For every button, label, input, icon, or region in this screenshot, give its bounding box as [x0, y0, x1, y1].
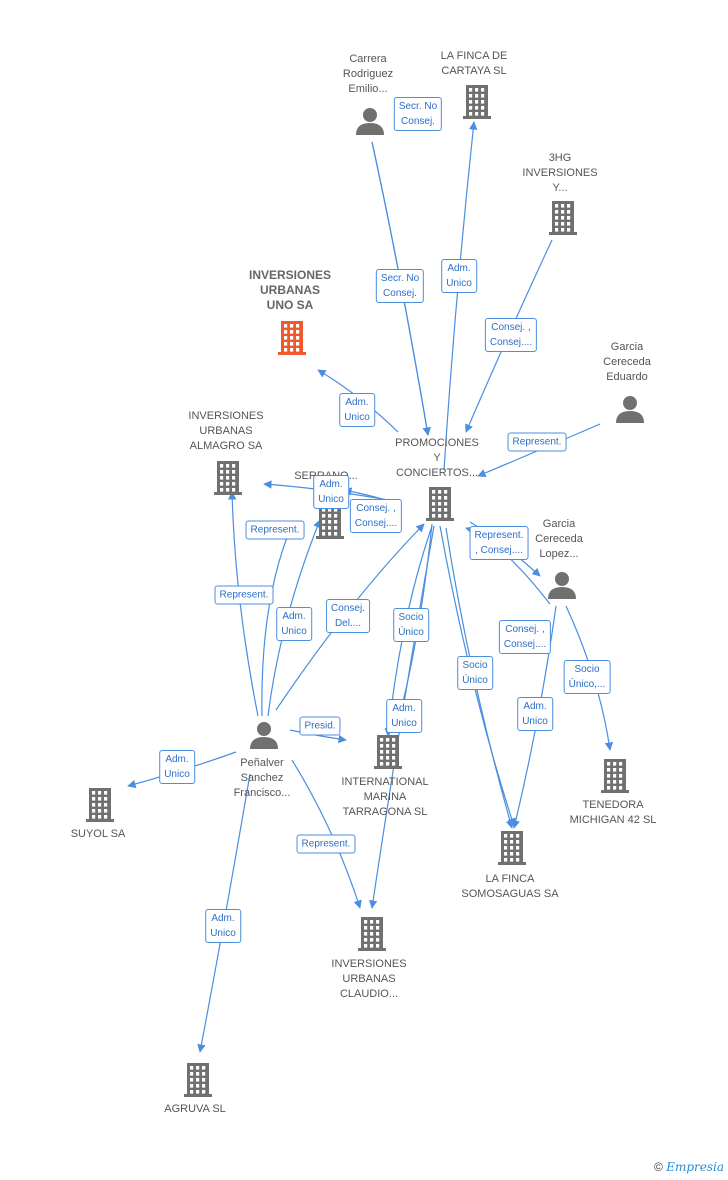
building-icon-iu_almagro[interactable] — [214, 461, 242, 495]
building-icon-serrano[interactable] — [316, 505, 344, 539]
edge-line-8 — [261, 524, 293, 717]
node-label-iu_claudio[interactable]: INVERSIONES URBANAS CLAUDIO... — [331, 958, 407, 1000]
node-label-intl_marina[interactable]: INTERNATIONAL MARINA TARRAGONA SL — [341, 776, 429, 818]
node-label-3hg[interactable]: 3HG INVERSIONES Y... — [522, 152, 598, 194]
building-icon-finca_cartaya[interactable] — [463, 85, 491, 119]
edge-label-10[interactable]: Represent. , Consej.... — [469, 526, 529, 560]
edge-label-19[interactable]: Presid. — [299, 716, 341, 736]
edge-label-16[interactable]: Socio Único,... — [563, 660, 611, 694]
node-label-finca_cartaya[interactable]: LA FINCA DE CARTAYA SL — [440, 50, 508, 77]
edge-label-21[interactable]: Represent. — [296, 834, 356, 854]
edge-label-13[interactable]: Socio Único — [393, 608, 429, 642]
node-label-finca_somosaguas[interactable]: LA FINCA SOMOSAGUAS SA — [461, 873, 559, 900]
edge-line-21 — [291, 759, 362, 909]
edge-label-12[interactable]: Consej. Del.... — [326, 599, 370, 633]
person-icon-penalver[interactable] — [250, 722, 278, 749]
edge-label-6[interactable]: Adm. Unico — [313, 475, 349, 509]
building-icon-tenedora[interactable] — [601, 759, 629, 793]
edge-label-1[interactable]: Secr. No Consej. — [375, 269, 425, 303]
edge-lines — [127, 121, 614, 1053]
edge-label-20[interactable]: Adm. Unico — [159, 750, 195, 784]
building-icon-suyol[interactable] — [86, 788, 114, 822]
brand-name[interactable]: Empresia — [666, 1160, 724, 1174]
edge-label-0[interactable]: Secr. No Consej. — [393, 97, 443, 131]
edge-label-2[interactable]: Adm. Unico — [441, 259, 477, 293]
building-icon-iu_claudio[interactable] — [358, 917, 386, 951]
person-icon-garcia_eduardo[interactable] — [616, 396, 644, 423]
building-icon-promociones[interactable] — [426, 487, 454, 521]
credit: © Empresia — [654, 1160, 724, 1174]
building-icon-intl_marina[interactable] — [374, 735, 402, 769]
node-label-agruva[interactable]: AGRUVA SL — [164, 1103, 226, 1115]
building-icon-3hg[interactable] — [549, 201, 577, 235]
edge-line-2 — [443, 121, 478, 471]
building-icon-iu_uno[interactable] — [278, 321, 306, 355]
edge-label-17[interactable]: Adm. Unico — [517, 697, 553, 731]
building-icon-finca_somosaguas[interactable] — [498, 831, 526, 865]
node-label-penalver[interactable]: Peñalver Sanchez Francisco... — [233, 757, 291, 799]
edge-label-3[interactable]: Consej. , Consej.... — [484, 318, 538, 352]
node-label-iu_uno[interactable]: INVERSIONES URBANAS UNO SA — [248, 268, 332, 312]
node-label-garcia_eduardo[interactable]: Garcia Cereceda Eduardo — [603, 341, 651, 383]
node-label-carrera[interactable]: Carrera Rodriguez Emilio... — [342, 53, 394, 95]
edge-label-15[interactable]: Socio Único — [457, 656, 493, 690]
edge-label-22[interactable]: Adm. Unico — [205, 909, 241, 943]
edge-label-5[interactable]: Represent. — [507, 432, 567, 452]
edge-label-11[interactable]: Adm. Unico — [276, 607, 312, 641]
edge-label-8[interactable]: Represent. — [245, 520, 305, 540]
person-icon-carrera[interactable] — [356, 108, 384, 135]
edge-line-19 — [289, 729, 347, 744]
building-icon-agruva[interactable] — [184, 1063, 212, 1097]
node-label-tenedora[interactable]: TENEDORA MICHIGAN 42 SL — [569, 799, 657, 826]
edge-label-4[interactable]: Adm. Unico — [339, 393, 375, 427]
node-label-iu_almagro[interactable]: INVERSIONES URBANAS ALMAGRO SA — [188, 410, 264, 452]
edge-label-9[interactable]: Represent. — [214, 585, 274, 605]
edge-label-14[interactable]: Consej. , Consej.... — [498, 620, 552, 654]
copyright-symbol: © — [654, 1160, 663, 1174]
person-icon-garcia_lopez[interactable] — [548, 572, 576, 599]
node-label-garcia_lopez[interactable]: Garcia Cereceda Lopez... — [535, 518, 583, 560]
node-icons — [86, 85, 644, 1097]
node-label-suyol[interactable]: SUYOL SA — [70, 828, 126, 840]
edge-label-18[interactable]: Adm. Unico — [386, 699, 422, 733]
edge-label-7[interactable]: Consej. , Consej.... — [349, 499, 403, 533]
node-label-promociones[interactable]: PROMOCIONES Y CONCIERTOS... — [395, 437, 479, 479]
